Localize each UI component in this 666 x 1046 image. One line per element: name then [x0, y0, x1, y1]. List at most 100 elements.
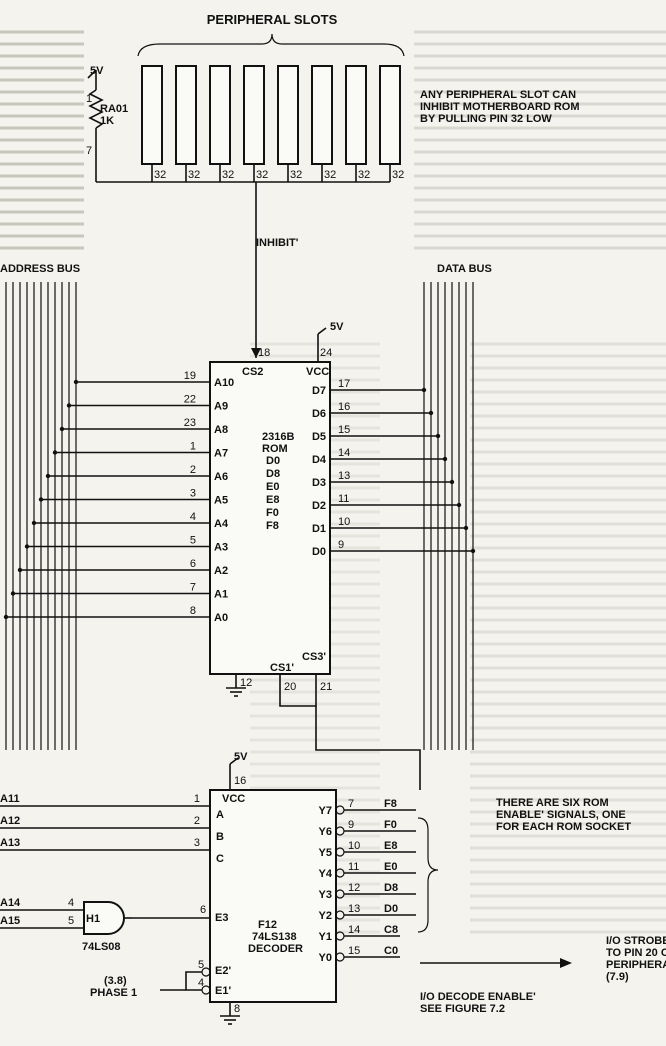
rom-address-pin-number: 22 — [184, 394, 196, 406]
decoder-input-pin-label: A — [216, 809, 224, 821]
decoder-output-signal: F8 — [384, 798, 397, 810]
io-decode-note-line1: I/O DECODE ENABLE' — [420, 991, 536, 1003]
bus-junction-dot — [463, 525, 469, 531]
e2-inversion-bubble — [201, 967, 211, 977]
decoder-input-pin-number: 2 — [194, 815, 200, 827]
decoder-output-signal: E0 — [384, 861, 397, 873]
io-strobe-note-line1: I/O STROBE — [606, 935, 666, 947]
decoder-supply-arrow — [229, 757, 239, 765]
resistor-value: 1K — [100, 115, 114, 127]
decoder-name-line1: F12 — [258, 919, 277, 931]
decoder-output-signal: D0 — [384, 903, 398, 915]
and-gate-h1 — [83, 901, 125, 935]
address-bus-lines — [5, 282, 77, 750]
rom-address-pin-number: 23 — [184, 417, 196, 429]
decoder-output-pin-label: Y5 — [319, 847, 332, 859]
decoder-output-pin-label: Y3 — [319, 889, 332, 901]
rom-socket-label: E8 — [266, 494, 279, 506]
rom-address-pin-number: 7 — [190, 582, 196, 594]
resistor-pin-bottom: 7 — [86, 145, 92, 157]
output-inversion-bubble — [335, 952, 345, 962]
resistor-name: RA01 — [100, 103, 128, 115]
decoder-output-signal: F0 — [384, 819, 397, 831]
decoder-output-pin-number: 12 — [348, 882, 360, 894]
decoder-output-pin-label: Y2 — [319, 910, 332, 922]
rom-address-pin-number: 3 — [190, 488, 196, 500]
decoder-output-pin-label: Y6 — [319, 826, 332, 838]
rom-data-pin-label: D5 — [312, 431, 326, 443]
decoder-e3-label: E3 — [215, 912, 228, 924]
bus-junction-dot — [428, 410, 434, 416]
decoder-input-pin-number: 1 — [194, 793, 200, 805]
rom-data-pin-number: 11 — [338, 493, 349, 505]
rom-cs2-pin: 18 — [258, 347, 270, 359]
decoder-name-line2: 74LS138 — [252, 931, 297, 943]
rom-data-pin-number: 13 — [338, 470, 350, 482]
rom-socket-label: E0 — [266, 481, 279, 493]
rom-supply-label: 5V — [330, 321, 344, 333]
decoder-74ls138-chip — [209, 789, 337, 1003]
rom-supply-arrow — [317, 327, 327, 335]
bus-junction-dot — [449, 479, 455, 485]
decoder-e3-pin: 6 — [200, 904, 206, 916]
slot-pin32-label: 32 — [154, 169, 166, 181]
decoder-vcc-label: VCC — [222, 793, 245, 805]
rom-socket-label: D0 — [266, 455, 280, 467]
bus-junction-dot — [435, 433, 441, 439]
rom-data-pin-number: 15 — [338, 424, 350, 436]
io-strobe-note-line4: (7.9) — [606, 971, 629, 983]
decoder-output-pin-number: 10 — [348, 840, 360, 852]
inhibit-label: INHIBIT' — [256, 237, 299, 249]
rom-address-pin-label: A7 — [214, 448, 228, 460]
slot-pin32-label: 32 — [256, 169, 268, 181]
resistor-zigzag — [88, 89, 104, 129]
rom-vcc-pin: 24 — [320, 347, 332, 359]
cs-tie-wire — [279, 694, 317, 707]
phase1-label: PHASE 1 — [90, 987, 137, 999]
peripheral-slot — [243, 65, 265, 165]
slot-pin32-label: 32 — [392, 169, 404, 181]
decoder-e1-label: E1' — [215, 985, 231, 997]
rom-cs1-pin: 20 — [284, 681, 296, 693]
e2-e1-tie-wire — [185, 971, 202, 991]
rom-address-pin-label: A10 — [214, 377, 234, 389]
slot-pin32-label: 32 — [222, 169, 234, 181]
rom-data-pin-number: 16 — [338, 401, 350, 413]
decoder-supply-label: 5V — [234, 751, 248, 763]
io-strobe-note-line2: TO PIN 20 C — [606, 947, 666, 959]
rom-2316b-chip — [209, 361, 331, 675]
rom-name-line2: ROM — [262, 443, 288, 455]
bus-junction-dot — [24, 544, 30, 549]
rom-vcc-label: VCC — [306, 366, 329, 378]
gate-part: 74LS08 — [82, 941, 121, 953]
gate-input-b-signal: A15 — [0, 915, 20, 927]
rom-enable-wire — [315, 706, 421, 790]
rom-socket-label: D8 — [266, 468, 280, 480]
io-decode-note-line2: SEE FIGURE 7.2 — [420, 1003, 505, 1015]
peripheral-slot — [345, 65, 367, 165]
io-strobe-arrow-icon — [560, 958, 572, 968]
decoder-output-signal: D8 — [384, 882, 398, 894]
decoder-ground-icon — [220, 1015, 240, 1025]
decoder-e1-pin: 4 — [198, 977, 204, 989]
decoder-output-pin-number: 11 — [348, 861, 359, 873]
peripheral-slot — [209, 65, 231, 165]
rom-data-pin-label: D2 — [312, 500, 326, 512]
decoder-input-pin-label: B — [216, 831, 224, 843]
rom-address-pin-number: 19 — [184, 370, 196, 382]
decoder-input-pin-label: C — [216, 853, 224, 865]
output-inversion-bubble — [335, 910, 345, 920]
decoder-output-pin-label: Y4 — [319, 868, 333, 880]
bus-junction-dot — [456, 502, 462, 508]
rom-address-pin-number: 4 — [190, 511, 196, 523]
rom-address-pin-label: A1 — [214, 589, 228, 601]
peripheral-slots-title: PERIPHERAL SLOTS — [207, 12, 338, 27]
rom-enable-note-line2: ENABLE' SIGNALS, ONE — [496, 809, 626, 821]
slot-pin32-label: 32 — [290, 169, 302, 181]
peripheral-slot — [141, 65, 163, 165]
peripheral-slot — [175, 65, 197, 165]
